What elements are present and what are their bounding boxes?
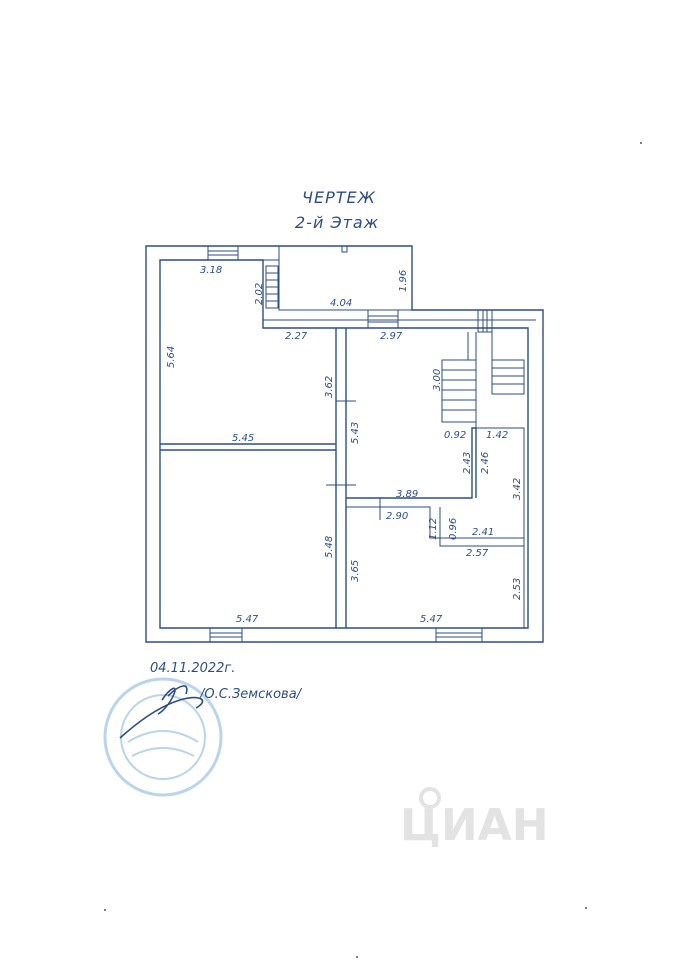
dimension-label: 2.41 <box>472 527 494 538</box>
dimension-label: 3.65 <box>350 560 361 582</box>
partition-wall <box>476 427 525 628</box>
dimension-label: 3.42 <box>512 478 523 500</box>
window <box>435 627 483 643</box>
drawing-title: ЧЕРТЕЖ <box>302 188 376 207</box>
outer-wall <box>145 245 544 643</box>
partition-wall <box>346 427 477 499</box>
dimension-label: 0.92 <box>444 430 466 441</box>
dimension-label: 2.02 <box>254 283 265 305</box>
floor-plan <box>145 245 544 643</box>
dimension-label: 5.47 <box>420 614 443 625</box>
dimension-label: 2.27 <box>285 331 308 342</box>
signature-date: 04.11.2022г. <box>150 661 235 676</box>
dimension-labels: 3.18 4.04 2.27 2.97 5.45 0.92 1.42 3.89 … <box>166 265 523 625</box>
dimension-label: 3.18 <box>200 265 222 276</box>
partition-wall <box>346 506 524 539</box>
dimension-label: 1.96 <box>398 270 409 292</box>
watermark-pin-icon <box>419 787 441 809</box>
window <box>209 627 243 643</box>
dimension-label: 3.62 <box>324 376 335 398</box>
window <box>207 245 239 261</box>
staircase <box>265 265 279 309</box>
dimension-label: 0.96 <box>448 518 459 540</box>
dimension-label: 5.45 <box>232 433 254 444</box>
stamp-seal <box>103 677 223 797</box>
signer-name: /О.С.Земскова/ <box>199 687 303 702</box>
dimension-label: 2.97 <box>380 331 403 342</box>
window <box>477 309 493 333</box>
window <box>367 309 399 329</box>
partition-wall <box>439 507 524 547</box>
dimension-label: 5.43 <box>350 422 361 444</box>
dimension-label: 1.42 <box>486 430 508 441</box>
staircase <box>441 332 477 423</box>
dimension-label: 5.47 <box>236 614 259 625</box>
dimension-label: 3.89 <box>396 489 418 500</box>
dimension-label: 2.53 <box>512 578 523 600</box>
dimension-label: 2.57 <box>466 548 489 559</box>
dimension-label: 5.48 <box>324 536 335 558</box>
vent-marker <box>341 245 348 253</box>
dimension-label: 1.12 <box>428 518 439 540</box>
staircase <box>475 332 525 428</box>
handwritten-signature <box>119 685 204 739</box>
watermark: ЦИАН <box>400 800 549 851</box>
drawing-subtitle: 2-й Этаж <box>295 213 379 232</box>
dimension-label: 2.43 <box>462 452 473 474</box>
dimension-label: 2.90 <box>386 511 408 522</box>
dimension-label: 2.46 <box>480 452 491 474</box>
dimension-label: 4.04 <box>330 298 352 309</box>
dimension-label: 3.00 <box>432 369 443 391</box>
dimension-label: 5.64 <box>166 346 177 368</box>
